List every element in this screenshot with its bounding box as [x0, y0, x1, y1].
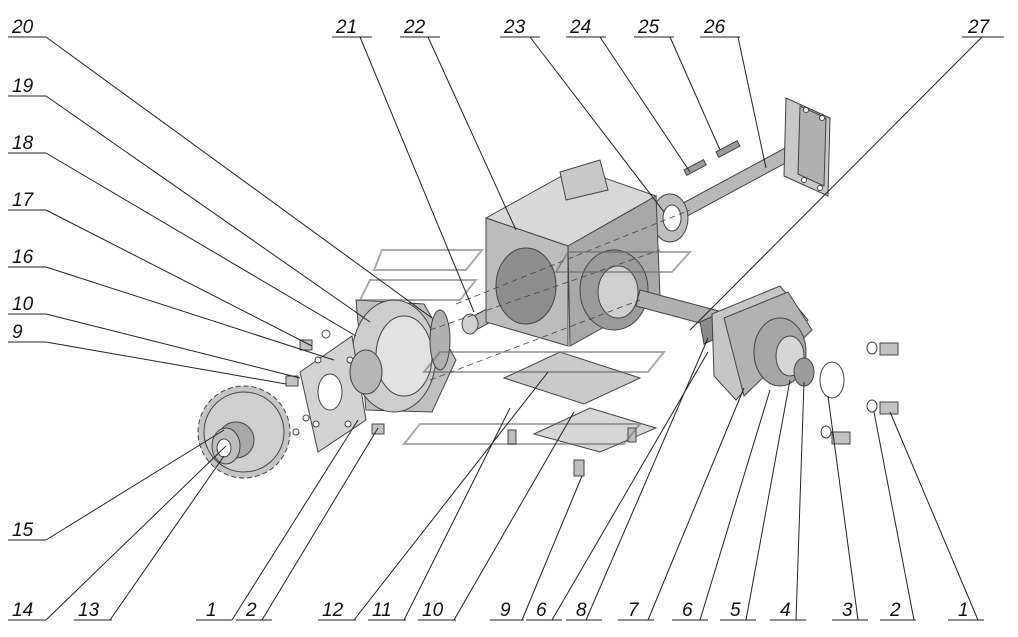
callout-5: 5 — [730, 600, 741, 621]
bearing-cup-part — [351, 299, 457, 413]
snap-ring-part — [819, 361, 845, 399]
parts-layer — [197, 97, 899, 479]
callout-17: 17 — [12, 190, 35, 211]
callout-18: 18 — [12, 133, 34, 154]
callout-1-left: 1 — [206, 600, 217, 621]
leader-lines — [45, 36, 983, 621]
key-part — [715, 140, 741, 158]
callout-22: 22 — [403, 17, 426, 38]
callout-9-left: 9 — [12, 322, 23, 343]
callout-3: 3 — [842, 600, 853, 621]
callout-6-left: 6 — [536, 600, 547, 621]
callout-25: 25 — [637, 17, 660, 38]
callout-21: 21 — [335, 17, 357, 38]
callout-24: 24 — [569, 17, 591, 38]
callout-10-bottom: 10 — [422, 600, 444, 621]
callout-16: 16 — [12, 247, 34, 268]
callout-12: 12 — [322, 600, 344, 621]
output-shaft-part — [635, 285, 815, 401]
callout-26: 26 — [703, 17, 726, 38]
hub-part — [349, 349, 383, 395]
callout-2-right: 2 — [889, 600, 901, 621]
callout-11: 11 — [372, 600, 392, 621]
callout-13: 13 — [78, 600, 100, 621]
callout-23: 23 — [503, 17, 526, 38]
callout-7: 7 — [628, 600, 640, 621]
bolt-set-right — [820, 341, 899, 445]
callout-2-left: 2 — [245, 600, 257, 621]
callout-8: 8 — [576, 600, 587, 621]
callout-4: 4 — [780, 600, 791, 621]
callout-9-bottom: 9 — [500, 600, 511, 621]
cover-plate-part — [502, 351, 658, 477]
bolt-set-left — [285, 329, 385, 436]
callout-labels: 20 21 22 23 24 25 26 27 19 18 17 16 10 9… — [11, 17, 991, 621]
callout-10-left: 10 — [12, 294, 34, 315]
callout-15: 15 — [12, 520, 34, 541]
callout-shelves — [8, 36, 1004, 621]
callout-14: 14 — [12, 600, 33, 621]
callout-27: 27 — [967, 17, 991, 38]
callout-1-right: 1 — [958, 600, 969, 621]
callout-19: 19 — [12, 76, 34, 97]
sprocket-part — [197, 385, 291, 479]
flange-plate-part — [299, 335, 367, 453]
callout-20: 20 — [11, 17, 34, 38]
callout-6-right: 6 — [682, 600, 693, 621]
